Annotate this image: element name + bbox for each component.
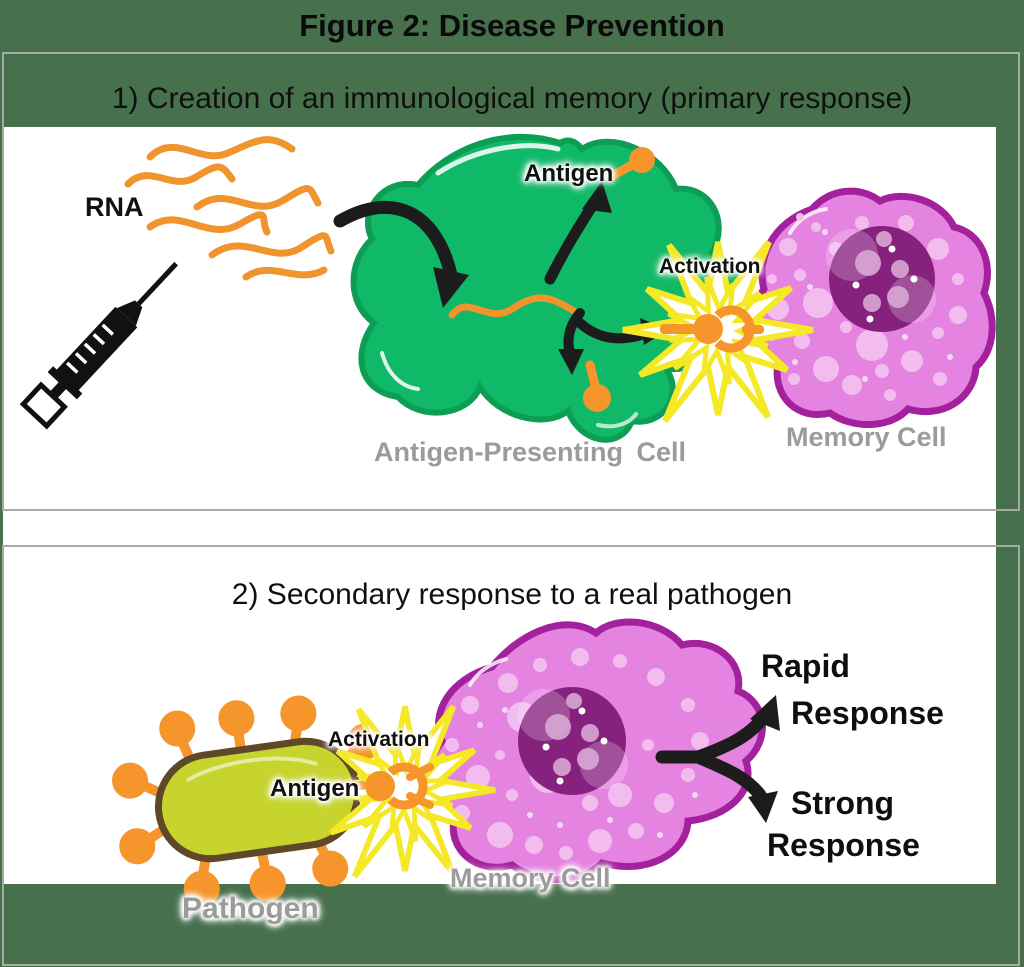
memory-cell-nucleus-2	[518, 687, 628, 795]
pathogen-shape	[112, 695, 383, 907]
antigen-receptor-2	[338, 762, 434, 810]
pathogen-spikes	[112, 695, 383, 907]
response-branch-arrow	[655, 695, 780, 823]
memory-cell-label-2: Memory Cell	[450, 863, 611, 893]
rna-inside-cell	[448, 294, 578, 319]
memory-cell-dots-2	[477, 707, 698, 838]
syringe-icon	[19, 261, 179, 430]
figure-title: Figure 2: Disease Prevention	[299, 8, 725, 43]
panel1-illustration	[19, 133, 996, 443]
strong-response-label: Response	[767, 827, 920, 863]
antigen-presentation-arrow-up	[544, 181, 612, 285]
panel2-illustration	[112, 618, 780, 907]
antigen-lollipop-bottom	[583, 360, 611, 412]
injection-arrow	[333, 200, 469, 308]
activation-starburst-2	[314, 704, 496, 879]
membrane-antigen-receptor	[660, 305, 764, 353]
rna-strands	[124, 136, 335, 281]
antigen-label-2: Antigen	[270, 775, 360, 802]
antigen-lollipop-top	[605, 147, 655, 182]
memory-cell-nucleus	[826, 226, 936, 332]
rapid-response-label: Response	[791, 695, 944, 731]
pathogen-label: Pathogen	[182, 892, 319, 925]
activation-label-2: Activation	[328, 728, 430, 751]
strong-label: Strong	[791, 785, 895, 821]
memory-cell-label-1: Memory Cell	[786, 422, 947, 452]
memory-cell-vesicles	[767, 213, 967, 401]
activation-label-1: Activation	[659, 255, 761, 278]
panel1-header: 1) Creation of an immunological memory (…	[111, 82, 913, 115]
rna-label: RNA	[85, 192, 144, 222]
panel2-header: 2) Secondary response to a real pathogen	[231, 578, 793, 611]
antigen-presenting-cell-shape	[350, 133, 747, 443]
panel2-frame	[2, 545, 1020, 966]
memory-cell-shape	[751, 187, 996, 428]
antigen-presentation-arrow-down	[558, 308, 585, 375]
rapid-label: Rapid	[761, 648, 850, 684]
antigen-label-1: Antigen	[524, 160, 614, 187]
apc-label: Antigen-Presenting Cell	[373, 437, 687, 467]
memory-cell-shape-2	[426, 618, 766, 884]
memory-cell-vesicles-2	[445, 648, 709, 860]
panel1-frame	[2, 52, 1020, 511]
